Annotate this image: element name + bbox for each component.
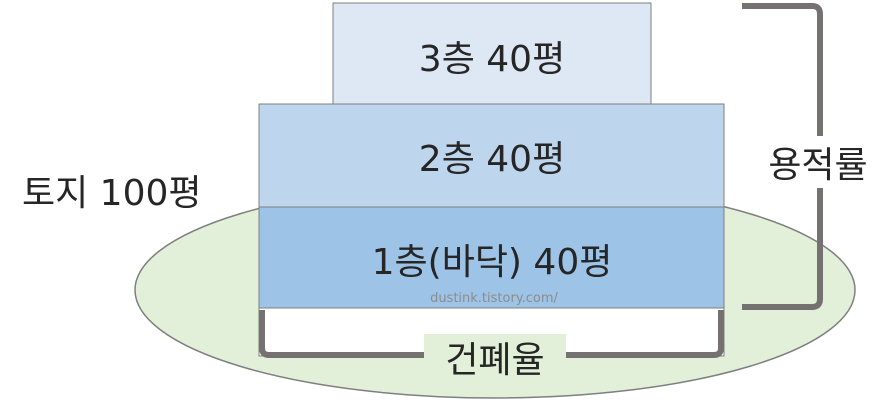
building-coverage-label-bg (424, 334, 566, 384)
land-label: 토지 100평 (22, 173, 202, 214)
floor-1-label: 1층(바닥) 40평 (372, 242, 613, 283)
floor-area-ratio-label: 용적률 (768, 145, 867, 186)
floor-2-label: 2층 40평 (419, 139, 565, 180)
floor-3-label: 3층 40평 (419, 39, 565, 80)
watermark-text: dustink.tistory.com/ (430, 291, 558, 306)
floor-3-box (332, 2, 652, 105)
floor-2-box (258, 103, 725, 208)
building-coverage-label: 건폐율 (445, 340, 544, 381)
floor-area-ratio-label-bg (756, 136, 876, 188)
